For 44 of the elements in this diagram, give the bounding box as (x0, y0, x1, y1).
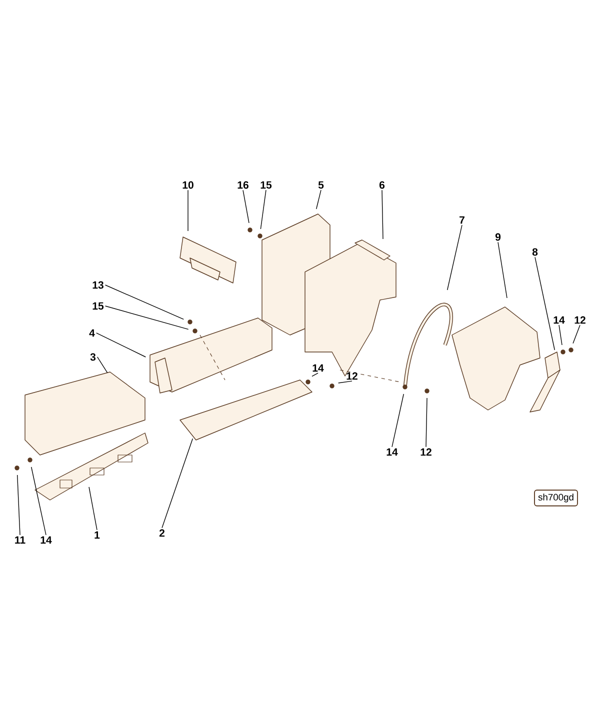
callout-number: 14 (386, 448, 398, 456)
leader-line (392, 394, 404, 448)
callout-number: 6 (379, 181, 385, 189)
callout-number: 10 (182, 181, 194, 189)
callout-number: 15 (260, 181, 272, 189)
callout-number: 11 (15, 536, 26, 544)
callout-number: 4 (89, 329, 95, 337)
drawing-number-box: sh700gd (534, 490, 578, 506)
leader-line (96, 332, 146, 358)
leader-line (312, 372, 318, 377)
callout-number: 15 (92, 302, 104, 310)
leader-line (16, 474, 20, 536)
callout-number: 16 (238, 181, 248, 189)
callout-number: 14 (554, 316, 565, 324)
leader-line (498, 242, 508, 298)
callout-number: 2 (159, 529, 164, 537)
leader-line (88, 486, 98, 530)
leader-line (534, 256, 556, 350)
callout-number: 12 (420, 448, 432, 456)
leader-line (104, 284, 184, 320)
leader-line (30, 466, 46, 536)
leader-line (382, 190, 384, 240)
callout-number: 8 (532, 248, 538, 256)
leader-line (242, 190, 250, 224)
leader-line (316, 190, 322, 210)
leader-line (426, 398, 428, 448)
leader-line (558, 324, 562, 346)
callout-number: 12 (574, 316, 586, 324)
leader-line (338, 380, 352, 384)
leader-line (104, 306, 189, 330)
callout-number: 1 (94, 531, 100, 539)
leader-line (572, 324, 580, 344)
leader-line (162, 438, 194, 528)
leader-line (96, 356, 108, 374)
callout-number: 7 (460, 216, 464, 224)
callout-number: 14 (40, 536, 52, 544)
callout-number: 3 (90, 353, 96, 361)
callout-number: 9 (495, 233, 501, 241)
leader-line (260, 190, 266, 230)
callout-number: 5 (318, 181, 324, 189)
callout-number: 13 (92, 281, 104, 289)
callout-number: 14 (312, 364, 324, 372)
leader-line (446, 224, 462, 290)
callout-number: 12 (346, 372, 358, 380)
